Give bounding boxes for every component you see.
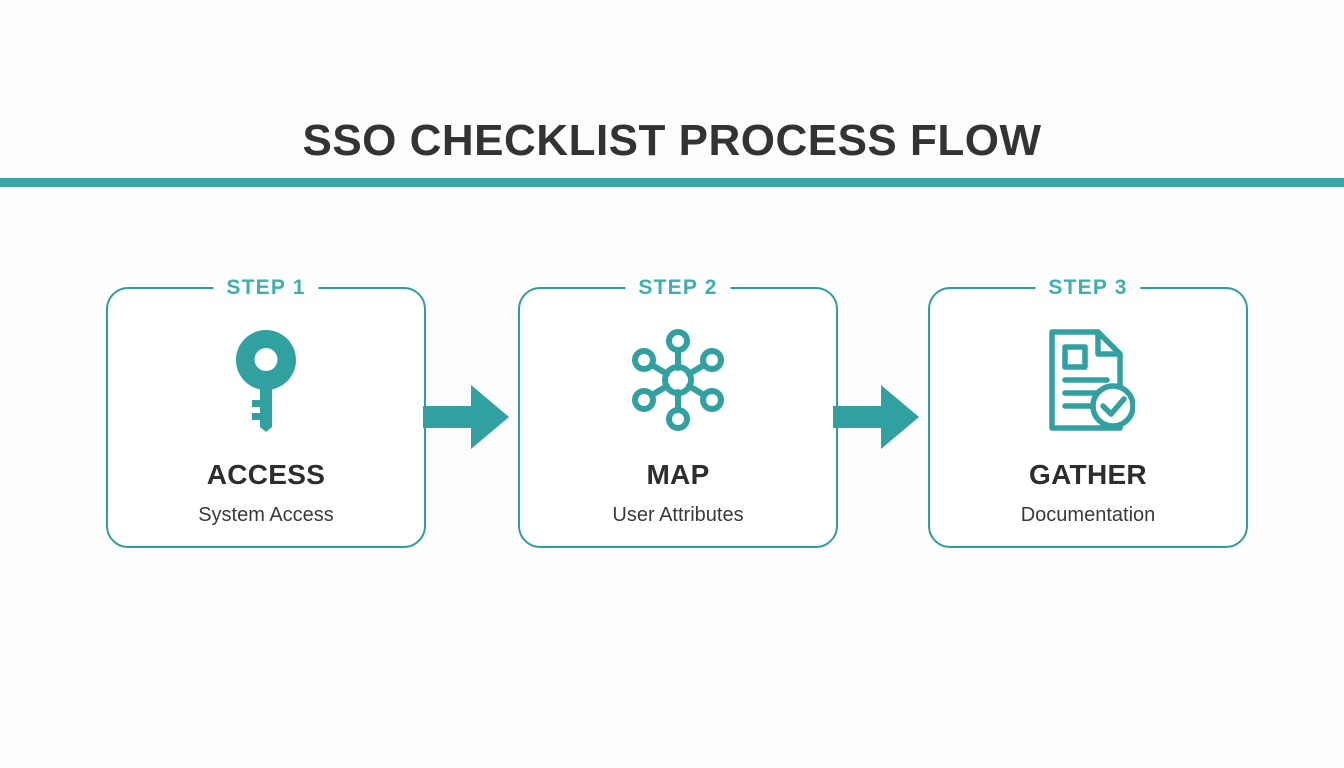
card-title-2: MAP [646, 459, 710, 490]
network-hub-icon [520, 319, 836, 441]
key-icon [108, 319, 424, 441]
title-divider [0, 178, 1344, 187]
header: SSO CHECKLIST PROCESS FLOW [0, 0, 1344, 178]
step-label-1: STEP 1 [213, 274, 319, 302]
card-title-3: GATHER [1029, 459, 1147, 490]
process-flow: STEP 1 ACCESS System Access STEP 2 [0, 274, 1344, 549]
page-title: SSO CHECKLIST PROCESS FLOW [302, 116, 1042, 165]
arrow-right-icon [423, 381, 509, 453]
card-subtitle-3: Documentation [1020, 504, 1156, 526]
step-card-2[interactable]: STEP 2 [518, 274, 838, 548]
card-title-1: ACCESS [206, 459, 326, 490]
step-label-3: STEP 3 [1035, 274, 1141, 302]
card-subtitle-1: System Access [198, 504, 334, 526]
card-subtitle-2: User Attributes [612, 504, 744, 526]
document-check-icon [930, 319, 1246, 441]
arrow-right-icon [833, 381, 919, 453]
step-card-1[interactable]: STEP 1 ACCESS System Access [106, 274, 426, 548]
step-card-3[interactable]: STEP 3 GATHER Do [928, 274, 1248, 548]
step-label-2: STEP 2 [625, 274, 731, 302]
